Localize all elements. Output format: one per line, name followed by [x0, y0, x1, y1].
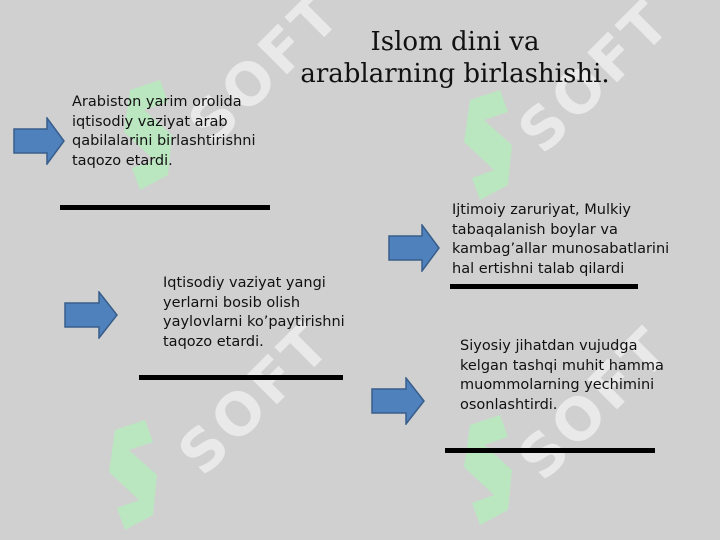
underline-bar	[60, 205, 270, 210]
arrow-right-icon	[13, 117, 65, 165]
arrow-right-icon	[388, 224, 440, 272]
arrow-right-icon	[371, 377, 425, 425]
underline-bar	[450, 284, 638, 289]
text-block-1: Arabiston yarim orolida iqtisodiy vaziya…	[72, 94, 256, 169]
watermark-logo	[124, 80, 172, 190]
watermark-logo	[464, 90, 512, 200]
watermark-logo	[109, 420, 157, 530]
underline-bar	[139, 375, 343, 380]
watermark-logo	[464, 415, 512, 525]
arrow-right-icon	[64, 291, 118, 339]
text-block-4: Siyosiy jihatdan vujudga kelgan tashqi m…	[460, 338, 664, 413]
text-block-2: Ijtimoiy zaruriyat, Mulkiy tabaqalanish …	[452, 202, 670, 277]
slide-title: Islom dini va arablarning birlashishi.	[300, 27, 610, 89]
underline-bar	[445, 448, 655, 453]
text-block-3: Iqtisodiy vaziyat yangi yerlarni bosib o…	[163, 275, 345, 350]
